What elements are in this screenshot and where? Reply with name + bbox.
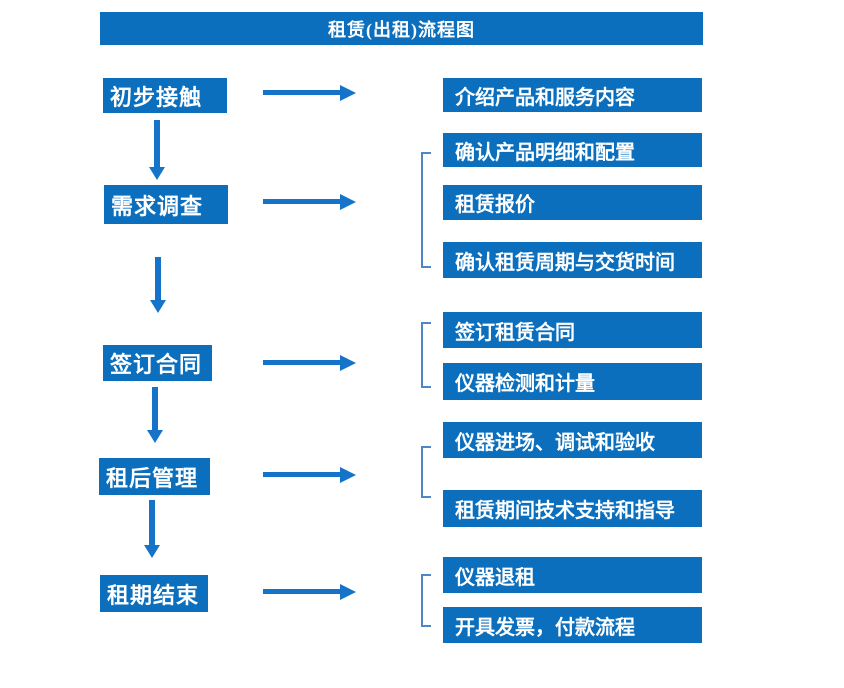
detail-box-instrument-setup: 仪器进场、调试和验收	[443, 422, 702, 458]
down-arrow-head	[150, 300, 166, 313]
down-arrow-3	[147, 387, 163, 443]
right-arrow-shaft	[263, 472, 341, 477]
detail-box-instrument-return: 仪器退租	[443, 557, 702, 593]
step-box-post-rental-management: 租后管理	[99, 458, 210, 495]
down-arrow-shaft	[152, 387, 158, 430]
down-arrow-head	[147, 430, 163, 443]
detail-box-confirm-rental-period: 确认租赁周期与交货时间	[443, 242, 702, 278]
down-arrow-head	[149, 167, 165, 180]
right-arrow-head	[340, 467, 356, 483]
bracket-post-rental-group	[421, 446, 431, 498]
right-arrow-2	[263, 194, 356, 210]
flowchart-title: 租赁(出租)流程图	[100, 12, 703, 45]
down-arrow-4	[144, 500, 160, 558]
step-box-initial-contact: 初步接触	[103, 78, 227, 113]
detail-box-instrument-inspection: 仪器检测和计量	[443, 363, 702, 400]
bracket-sign-contract-group	[421, 322, 431, 388]
detail-box-introduce-products: 介绍产品和服务内容	[443, 78, 702, 112]
right-arrow-shaft	[263, 90, 341, 95]
down-arrow-shaft	[155, 257, 161, 300]
right-arrow-shaft	[263, 360, 341, 365]
bracket-rental-end-group	[421, 574, 431, 627]
down-arrow-head	[144, 545, 160, 558]
right-arrow-head	[340, 194, 356, 210]
down-arrow-1	[149, 120, 165, 180]
right-arrow-head	[340, 584, 356, 600]
detail-box-invoice-payment: 开具发票，付款流程	[443, 607, 702, 643]
detail-box-technical-support: 租赁期间技术支持和指导	[443, 490, 702, 527]
detail-box-sign-rental-contract: 签订租赁合同	[443, 312, 702, 348]
right-arrow-1	[263, 85, 356, 101]
right-arrow-shaft	[263, 589, 341, 594]
right-arrow-5	[263, 584, 356, 600]
down-arrow-shaft	[149, 500, 155, 545]
right-arrow-shaft	[263, 199, 341, 204]
right-arrow-4	[263, 467, 356, 483]
detail-box-confirm-product-details: 确认产品明细和配置	[443, 133, 702, 167]
right-arrow-head	[340, 355, 356, 371]
down-arrow-2	[150, 257, 166, 313]
bracket-demand-survey-group	[421, 152, 431, 268]
right-arrow-3	[263, 355, 356, 371]
detail-box-rental-quotation: 租赁报价	[443, 185, 702, 220]
step-box-sign-contract: 签订合同	[103, 345, 212, 381]
right-arrow-head	[340, 85, 356, 101]
step-box-demand-survey: 需求调查	[104, 185, 228, 224]
step-box-rental-end: 租期结束	[100, 575, 208, 612]
down-arrow-shaft	[154, 120, 160, 167]
